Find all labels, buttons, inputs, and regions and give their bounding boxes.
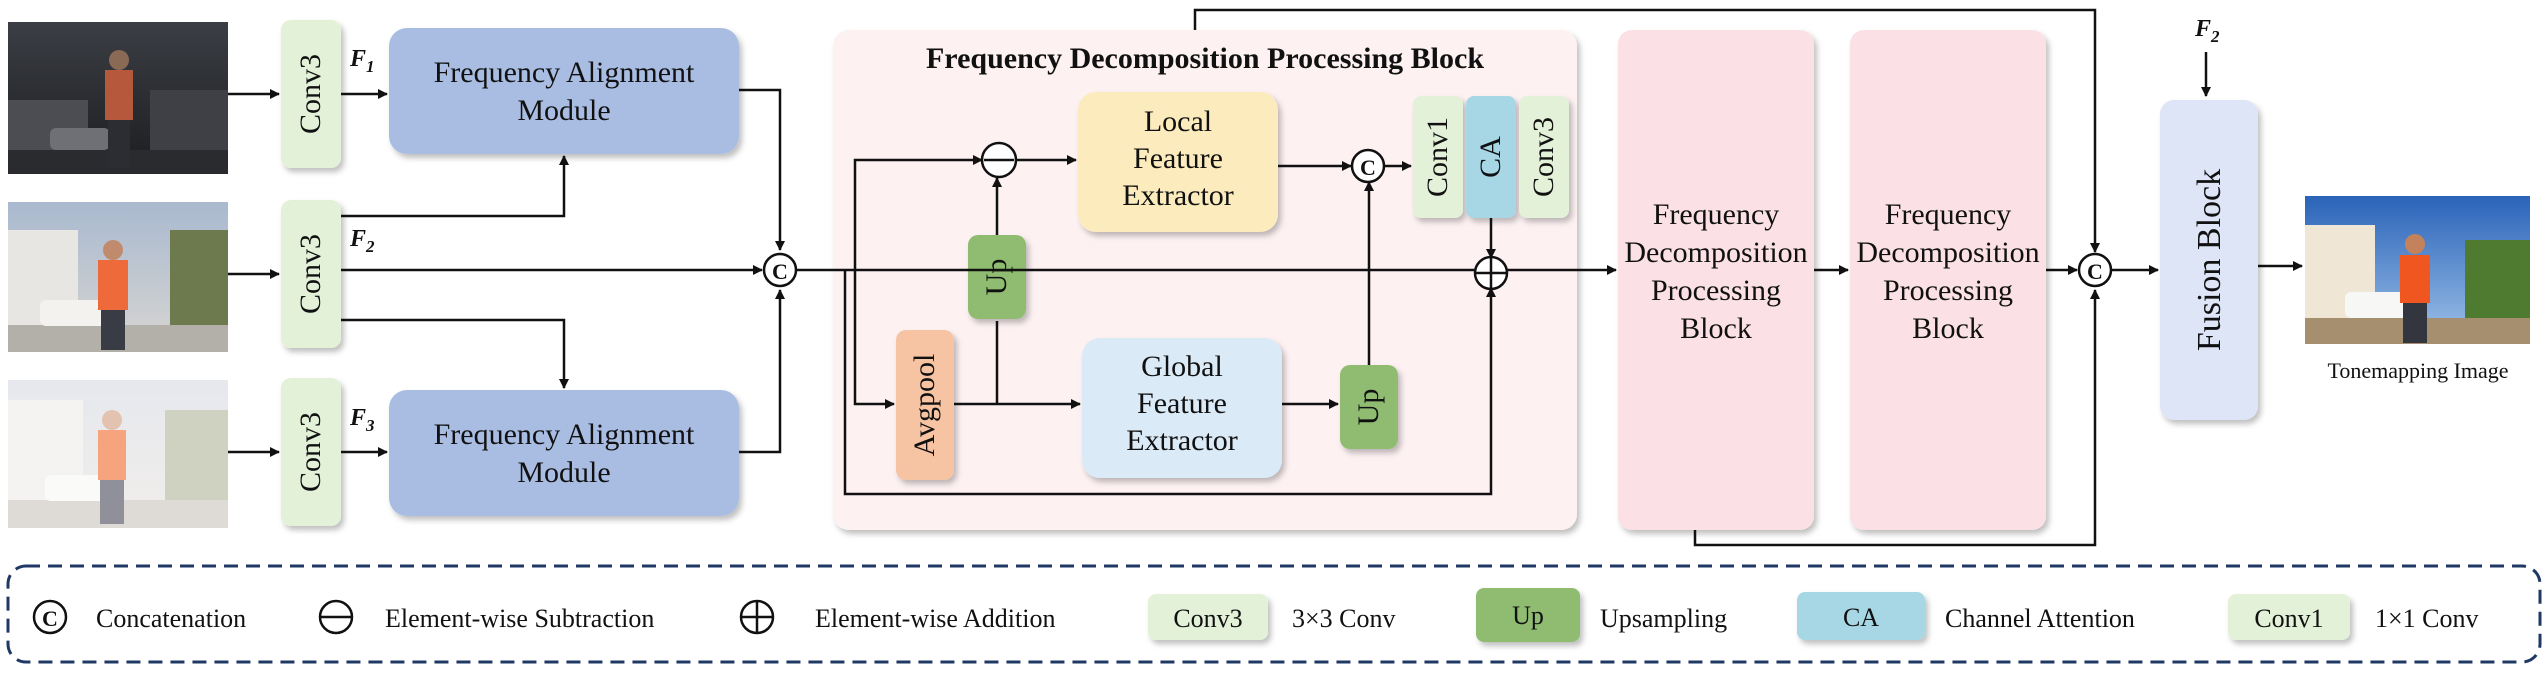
legend-conv1: Conv1 1×1 Conv bbox=[2228, 594, 2479, 640]
svg-text:Decomposition: Decomposition bbox=[1856, 236, 2039, 269]
conv3-block-1: Conv3 bbox=[281, 20, 341, 168]
svg-text:3×3 Conv: 3×3 Conv bbox=[1292, 604, 1396, 633]
svg-text:C: C bbox=[772, 259, 788, 284]
svg-text:Module: Module bbox=[517, 456, 610, 489]
fdp-block-2: Frequency Decomposition Processing Block bbox=[1850, 30, 2046, 530]
svg-text:Conv1: Conv1 bbox=[1421, 117, 1454, 197]
svg-text:Feature: Feature bbox=[1137, 387, 1227, 420]
svg-text:Frequency Decomposition Proces: Frequency Decomposition Processing Block bbox=[926, 42, 1484, 75]
global-feature-extractor: Global Feature Extractor bbox=[1082, 338, 1282, 478]
svg-text:Frequency Alignment: Frequency Alignment bbox=[434, 56, 695, 89]
fdp-block-1: Frequency Decomposition Processing Block bbox=[1618, 30, 1814, 530]
frequency-alignment-module-bottom: Frequency Alignment Module bbox=[389, 390, 739, 516]
ca-block: CA bbox=[1466, 96, 1516, 218]
svg-text:Local: Local bbox=[1144, 105, 1212, 138]
up-block-1: Up bbox=[968, 235, 1026, 319]
concat-node-1: C bbox=[762, 252, 798, 288]
legend-conv3: Conv3 3×3 Conv bbox=[1148, 594, 1396, 640]
svg-text:Conv3: Conv3 bbox=[1527, 117, 1560, 197]
top-skip-connection bbox=[1193, 8, 2100, 253]
addition-node bbox=[1473, 255, 1509, 291]
svg-text:Element-wise Subtraction: Element-wise Subtraction bbox=[385, 604, 654, 633]
concat-node-2: C bbox=[1350, 148, 1386, 184]
local-feature-extractor: Local Feature Extractor bbox=[1078, 92, 1278, 232]
svg-text:C: C bbox=[42, 606, 58, 631]
legend-ca: CA Channel Attention bbox=[1797, 592, 2135, 640]
concat-node-3: C bbox=[2077, 252, 2113, 288]
subtraction-node bbox=[980, 141, 1018, 179]
avgpool-block: Avgpool bbox=[896, 330, 954, 480]
conv1-block: Conv1 bbox=[1413, 96, 1463, 218]
right-connections bbox=[1693, 52, 2303, 547]
svg-text:Conv3: Conv3 bbox=[294, 234, 327, 314]
legend-addition: Element-wise Addition bbox=[739, 599, 1055, 635]
svg-text:Decomposition: Decomposition bbox=[1624, 236, 1807, 269]
svg-text:Frequency Alignment: Frequency Alignment bbox=[434, 418, 695, 451]
svg-text:1×1 Conv: 1×1 Conv bbox=[2375, 604, 2479, 633]
svg-text:Feature: Feature bbox=[1133, 142, 1223, 175]
svg-text:Processing: Processing bbox=[1883, 274, 2013, 307]
svg-text:Avgpool: Avgpool bbox=[908, 354, 941, 457]
svg-text:Fusion Block: Fusion Block bbox=[2191, 169, 2228, 351]
input-image-mid-exposed bbox=[8, 202, 228, 352]
output-image bbox=[2305, 196, 2530, 344]
svg-text:Module: Module bbox=[517, 94, 610, 127]
fusion-block: Fusion Block bbox=[2160, 100, 2258, 420]
legend-concat: C Concatenation bbox=[32, 599, 246, 635]
svg-text:Up: Up bbox=[1512, 601, 1544, 630]
svg-text:Block: Block bbox=[1912, 312, 1984, 345]
legend-up: Up Upsampling bbox=[1476, 588, 1727, 642]
svg-text:Concatenation: Concatenation bbox=[96, 604, 246, 633]
conv3-block-3: Conv3 bbox=[281, 378, 341, 526]
svg-text:Global: Global bbox=[1141, 350, 1223, 383]
left-connections bbox=[228, 88, 785, 457]
svg-text:Frequency: Frequency bbox=[1885, 198, 2012, 231]
up-block-2: Up bbox=[1340, 365, 1398, 449]
svg-text:Processing: Processing bbox=[1651, 274, 1781, 307]
output-caption: Tonemapping Image bbox=[2327, 358, 2508, 383]
svg-text:Block: Block bbox=[1680, 312, 1752, 345]
feature-label-f2-fusion: F2 bbox=[2194, 16, 2220, 46]
svg-text:Frequency: Frequency bbox=[1653, 198, 1780, 231]
svg-text:Conv3: Conv3 bbox=[294, 54, 327, 134]
svg-text:C: C bbox=[2087, 259, 2103, 284]
svg-text:Up: Up bbox=[1352, 389, 1385, 426]
input-image-overexposed bbox=[8, 380, 228, 528]
feature-label-f1: F1 bbox=[349, 46, 375, 76]
feature-label-f3: F3 bbox=[349, 405, 375, 435]
conv3-block-2: Conv3 bbox=[281, 200, 341, 348]
legend-subtraction: Element-wise Subtraction bbox=[318, 599, 654, 635]
svg-text:C: C bbox=[1360, 155, 1376, 180]
svg-text:CA: CA bbox=[1474, 136, 1507, 178]
input-image-underexposed bbox=[8, 22, 228, 174]
svg-text:Element-wise Addition: Element-wise Addition bbox=[815, 604, 1055, 633]
svg-text:Up: Up bbox=[980, 259, 1013, 296]
legend: C Concatenation Element-wise Subtraction… bbox=[6, 564, 2542, 664]
svg-text:Extractor: Extractor bbox=[1122, 179, 1234, 212]
svg-text:Extractor: Extractor bbox=[1126, 424, 1238, 457]
svg-text:CA: CA bbox=[1843, 603, 1879, 632]
svg-text:Conv3: Conv3 bbox=[1173, 604, 1242, 633]
conv3-block-fdpb: Conv3 bbox=[1519, 96, 1569, 218]
svg-text:Conv1: Conv1 bbox=[2254, 604, 2323, 633]
feature-label-f2: F2 bbox=[349, 226, 375, 256]
svg-text:Channel Attention: Channel Attention bbox=[1945, 604, 2135, 633]
svg-text:Upsampling: Upsampling bbox=[1600, 604, 1727, 633]
svg-text:Conv3: Conv3 bbox=[294, 412, 327, 492]
frequency-alignment-module-top: Frequency Alignment Module bbox=[389, 28, 739, 154]
